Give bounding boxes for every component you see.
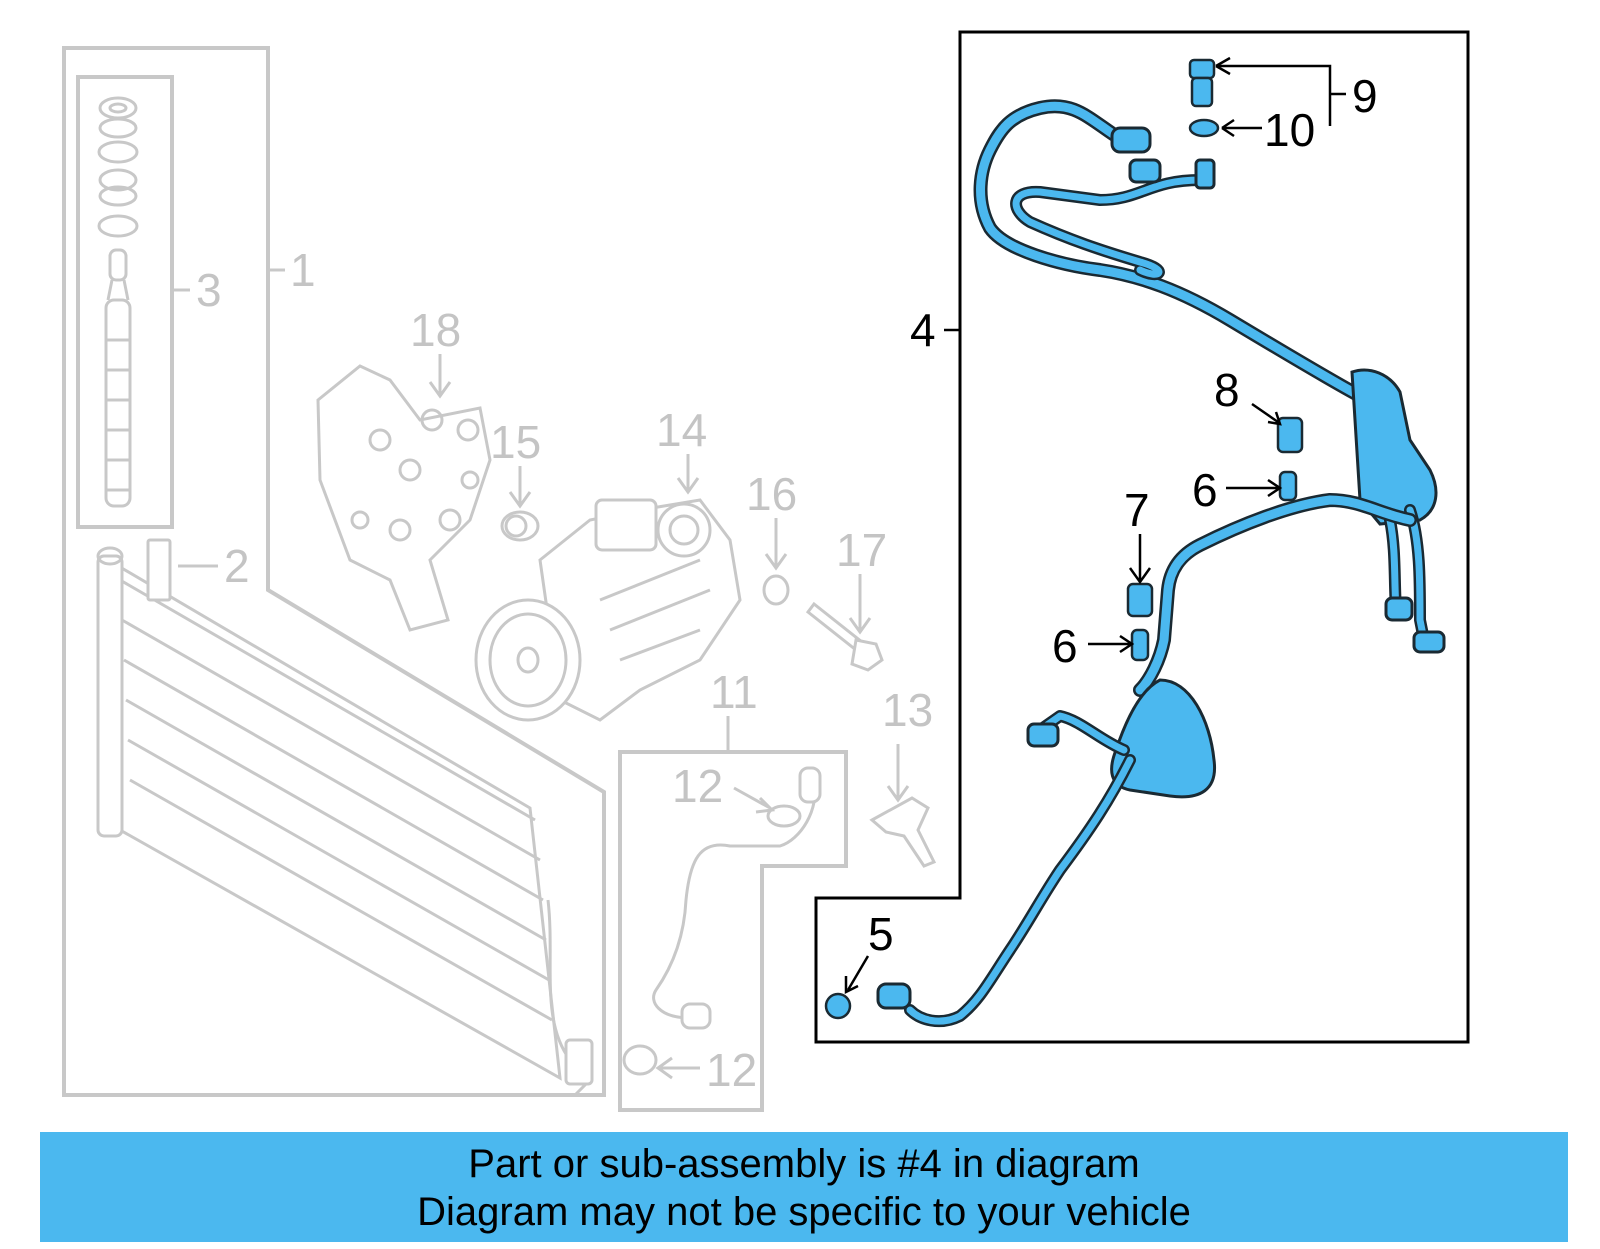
callout-13: 13 <box>882 684 933 736</box>
o-ring-16 <box>762 574 790 606</box>
callout-8: 8 <box>1214 364 1240 416</box>
valve-core-7 <box>1126 582 1154 618</box>
arrow-8 <box>1251 402 1282 426</box>
callout-6a: 6 <box>1192 464 1218 516</box>
callout-18: 18 <box>410 304 461 356</box>
callout-17: 17 <box>836 524 887 576</box>
callout-6b: 6 <box>1052 620 1078 672</box>
group-1-condenser-assembly: 1 3 2 <box>62 46 606 1097</box>
frame-11 <box>618 750 848 1112</box>
arrow-18 <box>428 354 452 399</box>
callout-10: 10 <box>1264 104 1315 156</box>
hose-11 <box>652 779 817 1020</box>
arrow-9 <box>1215 56 1231 76</box>
arrow-13 <box>886 744 910 803</box>
valve-core-8 <box>1276 416 1304 454</box>
arrow-5 <box>844 955 870 995</box>
ac-hose-upper <box>973 99 1446 654</box>
callout-9: 9 <box>1352 70 1378 122</box>
callout-7: 7 <box>1124 484 1150 536</box>
arrow-6b <box>1088 634 1135 654</box>
banner-line-1: Part or sub-assembly is #4 in diagram <box>468 1142 1140 1186</box>
bracket-13 <box>869 796 937 868</box>
callout-12a: 12 <box>672 760 723 812</box>
o-ring-5 <box>824 992 852 1020</box>
callout-1: 1 <box>290 244 316 296</box>
compressor-bracket <box>316 364 492 632</box>
callout-15: 15 <box>490 416 541 468</box>
drier-tube <box>146 538 172 602</box>
callout-2: 2 <box>224 540 250 592</box>
parts-diagram: 1 3 2 <box>62 30 1470 1112</box>
frame-4 <box>814 30 1470 1044</box>
bolt-17 <box>805 601 884 672</box>
arrow-12b <box>655 1056 700 1080</box>
arrow-7 <box>1128 534 1152 585</box>
frame-3 <box>76 75 174 529</box>
callout-5: 5 <box>868 908 894 960</box>
callout-16: 16 <box>746 468 797 520</box>
cap-6b <box>1130 628 1150 662</box>
o-ring-12a <box>766 804 802 828</box>
o-ring-12b <box>622 1044 658 1076</box>
o-ring-10 <box>1188 118 1220 138</box>
drier-kit-parts <box>97 96 139 508</box>
bushing-15 <box>500 510 540 542</box>
info-banner: Part or sub-assembly is #4 in diagram Di… <box>40 1132 1568 1242</box>
arrow-15 <box>508 466 532 509</box>
cap-6a <box>1278 470 1298 502</box>
pressure-switch-9 <box>1188 58 1216 108</box>
ac-hose-lower <box>876 493 1417 1028</box>
frame-1 <box>62 46 606 1097</box>
arrow-12a <box>733 786 776 814</box>
arrow-16 <box>764 518 788 571</box>
arrow-14 <box>676 454 700 495</box>
ac-compressor <box>474 498 742 722</box>
callout-12b: 12 <box>706 1044 757 1096</box>
callout-4: 4 <box>910 304 936 356</box>
bracket-9-10 <box>1218 64 1346 126</box>
arrow-10 <box>1221 118 1262 138</box>
callout-11: 11 <box>710 666 758 718</box>
callout-3: 3 <box>196 264 222 316</box>
callout-14: 14 <box>656 404 707 456</box>
banner-line-2: Diagram may not be specific to your vehi… <box>417 1190 1191 1234</box>
arrow-17 <box>848 574 872 635</box>
arrow-6a <box>1226 478 1283 498</box>
condenser <box>96 546 594 1097</box>
